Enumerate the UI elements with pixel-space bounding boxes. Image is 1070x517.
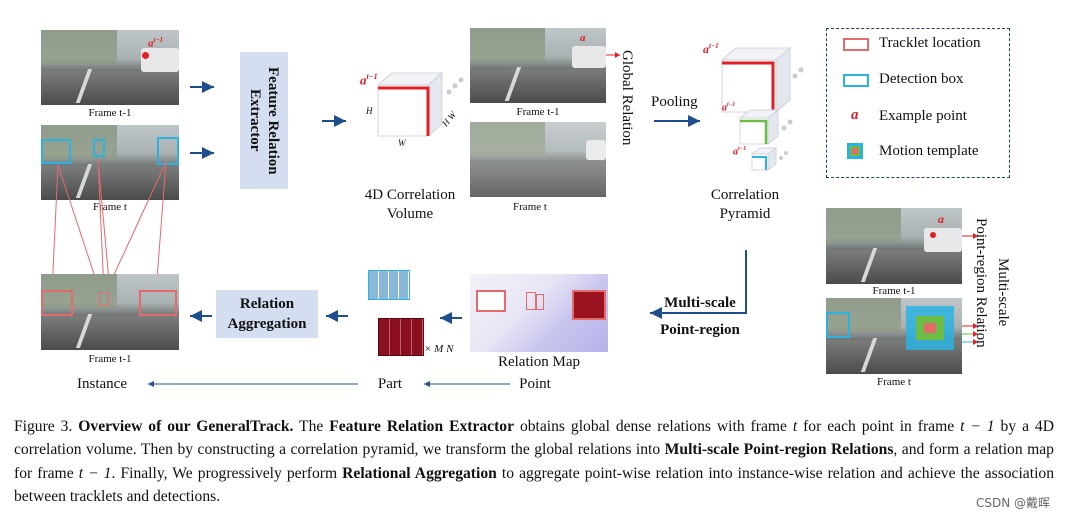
volume-dim-w: W — [398, 138, 406, 148]
global-frame-cur-label: Frame t — [513, 201, 547, 213]
motion-template — [906, 306, 954, 350]
instance-label: Instance — [77, 376, 127, 392]
part-top-grid — [368, 270, 410, 300]
relation-map-image — [470, 274, 608, 352]
tracklet-box — [41, 290, 73, 316]
diagram-graphics — [51, 46, 978, 387]
tracklet-box — [139, 290, 177, 316]
pyramid-a-label-1: at−1 — [703, 42, 719, 56]
global-relation-label: Global Relation — [619, 50, 635, 146]
extractor-line1: Feature Relation — [265, 66, 281, 175]
part-mult: × M N — [424, 343, 454, 355]
arrow — [650, 250, 747, 319]
global-frame-prev-photo: a — [470, 28, 606, 103]
right-frame-cur-label: Frame t — [877, 376, 911, 388]
global-frame-prev-label: Frame t-1 — [516, 106, 560, 118]
detection-box — [41, 139, 71, 164]
right-frame-cur-photo — [826, 298, 962, 374]
detection-box — [93, 139, 105, 157]
extractor-line2: Extractor — [247, 89, 263, 152]
feature-relation-extractor-box: Feature Relation Extractor — [240, 52, 288, 189]
instance-photo — [41, 274, 179, 350]
relation-map-title: Relation Map — [497, 354, 581, 370]
legend: Tracklet location Detection box a Exampl… — [826, 28, 1010, 178]
tracklet-box — [99, 292, 109, 306]
right-a-label: a — [938, 212, 944, 226]
example-point — [142, 52, 149, 59]
part-bottom-grid — [378, 318, 424, 356]
global-frame-cur-photo — [470, 122, 606, 197]
legend-point-glyph: a — [851, 107, 859, 123]
volume-dim-h: H — [366, 106, 373, 116]
correlation-pyramid — [720, 46, 804, 171]
pooling-label: Pooling — [651, 94, 698, 110]
motion-template-swatch — [847, 143, 863, 159]
volume-a-label: at−1 — [360, 72, 378, 88]
right-frame-prev-photo: a — [826, 208, 962, 284]
tracklet-legend-swatch — [843, 38, 869, 51]
detection-legend-swatch — [843, 74, 869, 87]
frame-prev-photo: at−1 — [41, 30, 179, 105]
legend-item-detection: Detection box — [879, 71, 964, 87]
legend-item-point: Example point — [879, 108, 967, 124]
watermark: CSDN @戴晖 — [976, 496, 1051, 510]
part-label: Part — [377, 376, 403, 392]
correlation-volume-cube — [376, 71, 464, 138]
red-connectors — [51, 159, 167, 293]
detection-box — [157, 137, 179, 165]
legend-item-motion: Motion template — [879, 143, 979, 159]
right-frame-prev-label: Frame t-1 — [872, 285, 916, 297]
frame-prev-label: Frame t-1 — [88, 107, 132, 119]
relation-map-sub: Point — [519, 376, 551, 392]
figure-caption: Figure 3. Overview of our GeneralTrack. … — [14, 418, 1054, 506]
pyramid-a-label-3: at−1 — [733, 146, 747, 158]
legend-item-tracklet: Tracklet location — [879, 35, 981, 51]
instance-frame-label: Frame t-1 — [88, 353, 132, 365]
pyramid-a-label-2: at−1 — [722, 102, 736, 114]
